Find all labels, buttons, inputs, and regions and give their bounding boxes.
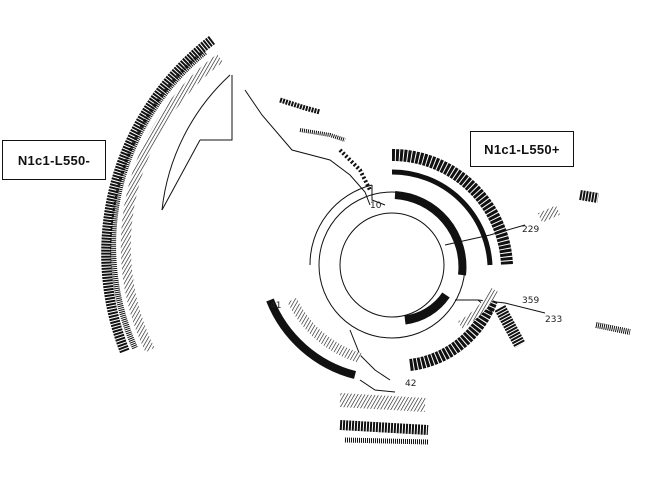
group-label-l550-negative: N1c1-L550- bbox=[2, 140, 106, 180]
right-clade bbox=[391, 148, 526, 371]
leaf-label-41: 41 bbox=[270, 301, 281, 311]
leaf-label-229: 229 bbox=[522, 225, 539, 235]
leaf-label-359: 359 bbox=[522, 296, 539, 306]
group-label-l550-positive: N1c1-L550+ bbox=[470, 131, 574, 167]
leaf-label-42: 42 bbox=[405, 379, 416, 389]
leaf-label-233: 233 bbox=[545, 315, 562, 325]
tree-backbone bbox=[309, 184, 546, 381]
left-clade bbox=[101, 36, 372, 354]
outlier-leaves bbox=[537, 190, 631, 335]
bottom-clade bbox=[266, 297, 429, 445]
leaf-label-10: 10 bbox=[370, 201, 382, 211]
